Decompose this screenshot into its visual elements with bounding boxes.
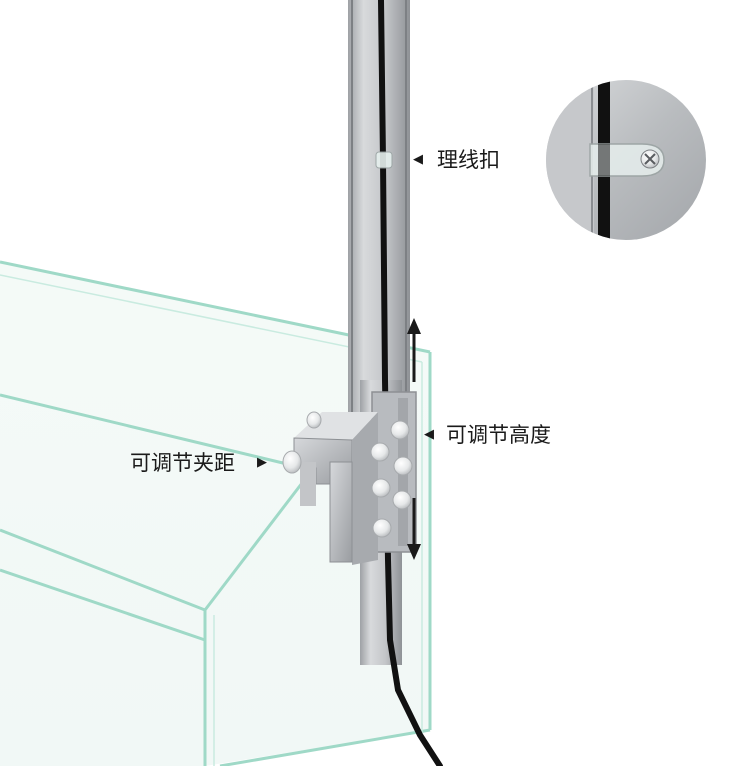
glass-tank — [0, 260, 432, 766]
cable-clip-detail-inset — [546, 80, 706, 240]
adjustable-height-pointer-icon: ◀ — [424, 427, 434, 442]
adjustable-clamp-label: 可调节夹距 — [130, 451, 235, 475]
cable-clip — [375, 151, 393, 169]
height-arrows — [407, 318, 421, 560]
adjustable-clamp-pointer-icon: ▶ — [257, 455, 267, 470]
cable-clip-pointer-icon: ◀ — [413, 152, 423, 167]
adjustable-height-label: 可调节高度 — [446, 423, 551, 447]
adjustment-knobs — [282, 411, 413, 538]
power-cable — [378, 0, 443, 766]
cable-clip-label: 理线扣 — [437, 148, 500, 172]
